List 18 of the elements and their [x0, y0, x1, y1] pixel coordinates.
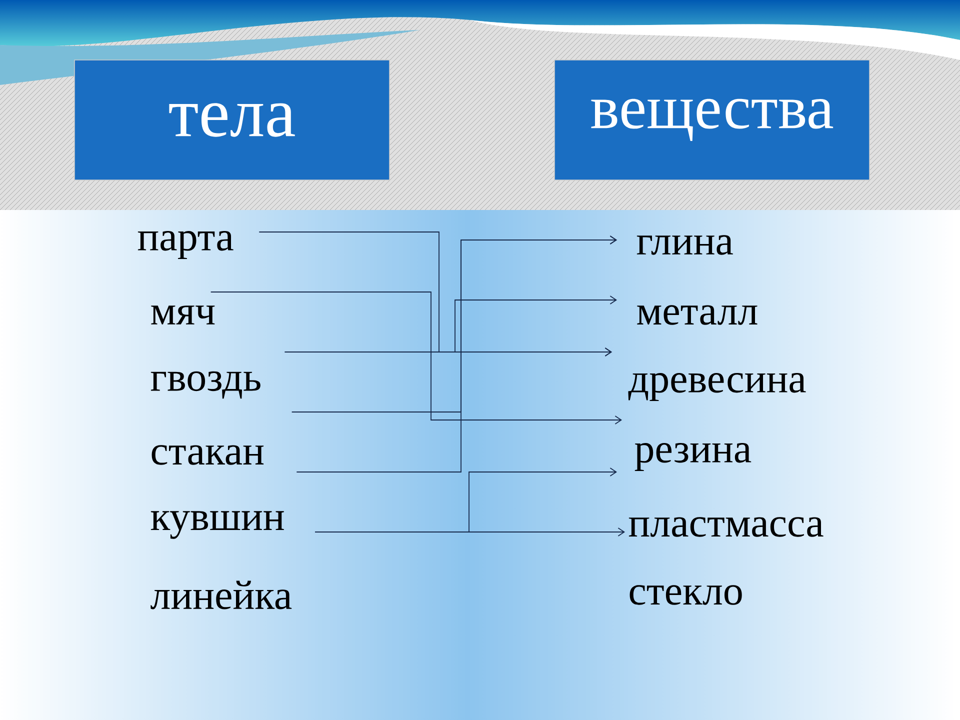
word-label: мяч [151, 306, 215, 324]
word-label: древесина [628, 372, 806, 401]
word-label: пластмасса [628, 517, 824, 537]
category-box: вещества [554, 60, 870, 180]
word-label: металл [637, 305, 758, 325]
word-label: резина [634, 442, 752, 471]
connector-arrow [210, 292, 622, 424]
connector-arrow [314, 468, 618, 532]
connector-arrow [296, 236, 618, 472]
word-label: линейка [150, 580, 292, 610]
connector-arrow [284, 296, 618, 352]
word-label: парта [138, 230, 234, 259]
word-label: стекло [630, 585, 742, 605]
word-label: стакан [152, 445, 264, 465]
word-label: кувшин [150, 511, 284, 539]
word-label: гвоздь [150, 371, 260, 399]
word-label: глина [636, 235, 733, 255]
category-box: тела [74, 60, 390, 180]
